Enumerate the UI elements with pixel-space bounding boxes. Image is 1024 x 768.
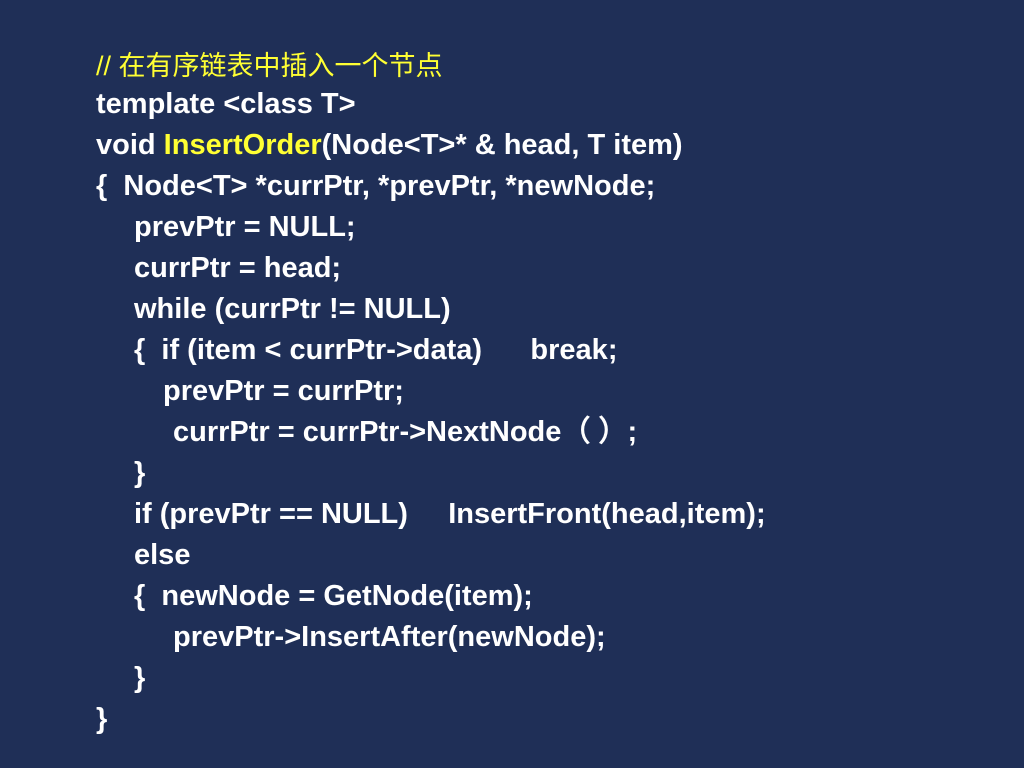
- code-line-if-prevptr: if (prevPtr == NULL) InsertFront(head,it…: [134, 498, 766, 530]
- code-line-prevptr-null: prevPtr = NULL;: [134, 211, 356, 243]
- function-name-insertorder: InsertOrder: [163, 129, 322, 161]
- code-line-newnode: { newNode = GetNode(item);: [134, 580, 533, 612]
- code-line-close-while: }: [134, 457, 146, 489]
- signature-params: (Node<T>* & head, T item): [321, 129, 683, 161]
- code-line-prevptr-currptr: prevPtr = currPtr;: [163, 375, 404, 407]
- code-line-insert-after: prevPtr->InsertAfter(newNode);: [173, 621, 606, 653]
- code-line-currptr-head: currPtr = head;: [134, 252, 342, 284]
- code-line-currptr-next: currPtr = currPtr->NextNode（ ）;: [173, 416, 638, 448]
- code-comment: // 在有序链表中插入一个节点: [96, 51, 443, 81]
- code-line-if-item: { if (item < currPtr->data) break;: [134, 334, 618, 366]
- code-line-signature: void InsertOrder(Node<T>* & head, T item…: [96, 125, 683, 165]
- code-line-else: else: [134, 539, 191, 571]
- code-line-close-function: }: [96, 703, 108, 735]
- code-line-while: while (currPtr != NULL): [134, 293, 451, 325]
- code-line-template: template <class T>: [96, 88, 356, 120]
- signature-prefix: void: [96, 129, 164, 161]
- code-line-declaration: { Node<T> *currPtr, *prevPtr, *newNode;: [96, 170, 656, 202]
- code-line-close-else: }: [134, 662, 146, 694]
